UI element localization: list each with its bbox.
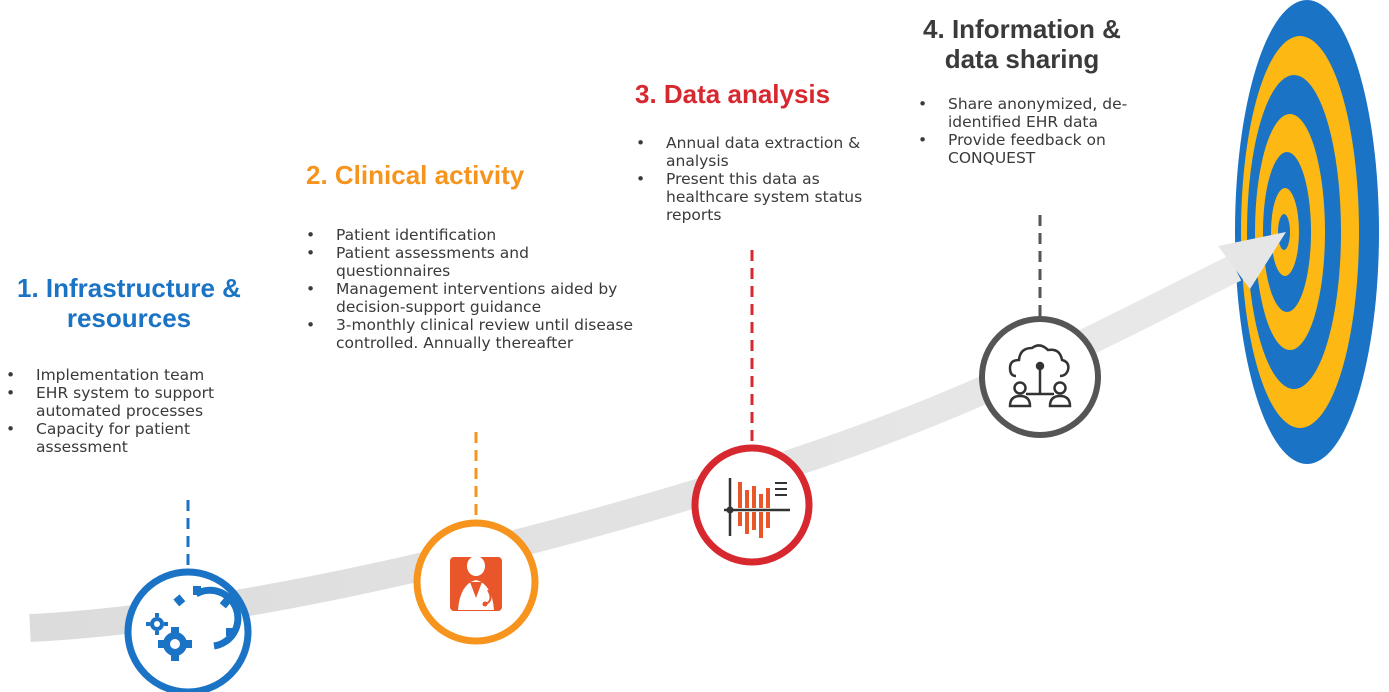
list-item: Patient assessments and questionnaires (306, 244, 636, 280)
step-1-circle (124, 568, 252, 692)
step-4-circle (979, 316, 1101, 438)
gears-icon (146, 586, 242, 661)
step-1-bullets: Implementation team EHR system to suppor… (6, 366, 250, 456)
cloud-share-icon (1008, 344, 1072, 408)
step-1-title: 1. Infrastructure & resources (17, 273, 241, 333)
bar-chart-icon (724, 478, 790, 538)
step-3-bullets: Annual data extraction & analysis Presen… (636, 134, 886, 224)
step-4-bullets: Share anonymized, de-identified EHR data… (918, 95, 1182, 167)
step-3-title: 3. Data analysis (635, 79, 831, 109)
progress-arrow (29, 232, 1286, 642)
list-item: Present this data as healthcare system s… (636, 170, 886, 224)
step-2-bullets: Patient identification Patient assessmen… (306, 226, 636, 352)
step-2-title: 2. Clinical activity (306, 160, 525, 190)
step-4-title: 4. Information & data sharing (923, 14, 1121, 74)
step-2-circle (413, 519, 539, 645)
list-item: Management interventions aided by decisi… (306, 280, 636, 316)
target-bullseye (1235, 0, 1379, 464)
doctor-icon (450, 556, 502, 611)
step-3-circle (691, 444, 813, 566)
list-item: Patient identification (306, 226, 636, 244)
list-item: Implementation team (6, 366, 250, 384)
list-item: Capacity for patient assessment (6, 420, 250, 456)
list-item: Provide feedback on CONQUEST (918, 131, 1182, 167)
list-item: 3-monthly clinical review until disease … (306, 316, 636, 352)
list-item: Annual data extraction & analysis (636, 134, 886, 170)
list-item: EHR system to support automated processe… (6, 384, 250, 420)
list-item: Share anonymized, de-identified EHR data (918, 95, 1182, 131)
